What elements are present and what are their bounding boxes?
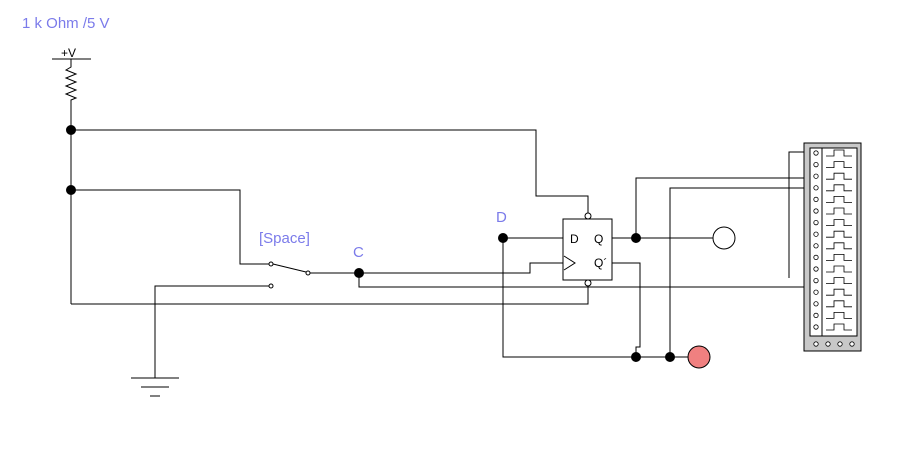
analyzer-trace <box>826 195 852 203</box>
analyzer-bottom-pin <box>837 341 843 347</box>
wire-clear <box>71 283 589 305</box>
flipflop-preset-bubble <box>584 212 592 220</box>
analyzer-trace <box>826 219 852 227</box>
flipflop-clear-bubble <box>584 279 592 287</box>
analyzer-pins <box>813 150 819 330</box>
analyzer-pin <box>813 243 819 249</box>
analyzer-bottom-pin <box>813 341 819 347</box>
flipflop-body <box>562 218 613 281</box>
switch-pivot <box>305 270 311 276</box>
analyzer-trace <box>826 300 852 308</box>
analyzer-trace <box>826 323 852 331</box>
wire-qbar-to-analyzer <box>669 187 813 357</box>
analyzer-pin <box>813 289 819 295</box>
wire-q-to-analyzer <box>635 177 813 238</box>
switch-blade <box>272 263 307 273</box>
switch-key-label: [Space] <box>259 230 310 247</box>
analyzer-trace <box>826 277 852 285</box>
wire-ground <box>154 285 271 378</box>
supply-label: +V <box>61 46 76 60</box>
indicator-q-off <box>712 226 736 250</box>
data-node-label: D <box>496 209 507 226</box>
junction-dot <box>631 233 641 243</box>
analyzer-pin <box>813 220 819 226</box>
analyzer-pin <box>813 231 819 237</box>
analyzer-trace <box>826 149 852 157</box>
pullup-resistor <box>64 64 78 104</box>
circuit-title: 1 k Ohm /5 V <box>22 15 110 32</box>
analyzer-trace <box>826 242 852 250</box>
junction-dot <box>354 268 364 278</box>
analyzer-trace <box>826 265 852 273</box>
wire-preset <box>71 129 589 215</box>
analyzer-pin <box>813 196 819 202</box>
clock-node-label: C <box>353 244 364 261</box>
wire-feedback-bottom <box>502 238 688 358</box>
logic-analyzer[interactable] <box>803 142 862 352</box>
junction-dot <box>66 185 76 195</box>
analyzer-pin <box>813 266 819 272</box>
flipflop-q-pin: Q <box>594 232 603 246</box>
analyzer-pin <box>813 254 819 260</box>
flipflop-d-pin: D <box>570 232 579 246</box>
analyzer-trace <box>826 184 852 192</box>
analyzer-trace <box>826 172 852 180</box>
analyzer-traces <box>826 149 852 331</box>
junction-dot <box>498 233 508 243</box>
d-flipflop[interactable]: D Q Q´ <box>562 212 613 287</box>
analyzer-trace <box>826 288 852 296</box>
ground-symbol <box>131 377 179 397</box>
junction-dot <box>66 125 76 135</box>
analyzer-pin <box>813 162 819 168</box>
analyzer-pin <box>813 324 819 330</box>
junction-dot <box>665 352 675 362</box>
analyzer-pin <box>813 150 819 156</box>
junctions <box>66 125 675 362</box>
analyzer-trace <box>826 311 852 319</box>
analyzer-bottom-pin <box>825 341 831 347</box>
wire-clock <box>310 262 563 274</box>
wire-qbar-output <box>612 262 641 357</box>
analyzer-trace <box>826 230 852 238</box>
analyzer-pin <box>813 208 819 214</box>
analyzer-trace <box>826 253 852 261</box>
analyzer-pin <box>813 301 819 307</box>
wires <box>70 104 813 378</box>
analyzer-trace <box>826 207 852 215</box>
flipflop-qbar-pin: Q´ <box>594 256 607 270</box>
junction-dot <box>631 352 641 362</box>
analyzer-pin <box>813 185 819 191</box>
analyzer-pin <box>813 312 819 318</box>
indicator-qbar-on <box>687 345 711 369</box>
analyzer-pin <box>813 173 819 179</box>
wire-switch-common <box>71 189 271 265</box>
supply-symbol: +V <box>52 46 91 64</box>
spdt-switch[interactable] <box>268 261 311 289</box>
analyzer-bottom-pins <box>813 341 855 347</box>
analyzer-pin <box>813 277 819 284</box>
analyzer-trace <box>826 161 852 169</box>
switch-contact-ground <box>268 283 274 289</box>
switch-contact-common <box>268 261 274 267</box>
analyzer-bottom-pin <box>849 341 855 347</box>
flipflop-clock-triangle <box>563 255 576 271</box>
